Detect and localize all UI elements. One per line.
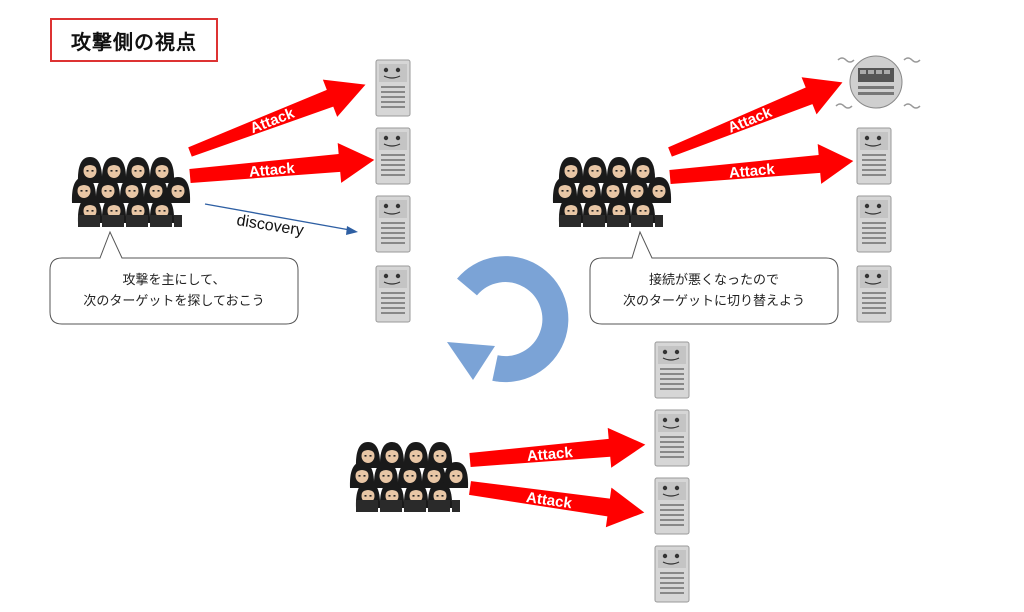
server-icon — [856, 195, 892, 253]
server-icon — [654, 341, 690, 399]
speech-bubble-left — [49, 230, 299, 325]
page-title: 攻撃側の視点 — [50, 18, 218, 62]
hacker-group-bottom — [350, 442, 468, 512]
hacker-group-icon — [350, 442, 468, 512]
hacker-group-left — [72, 157, 190, 227]
hacker-group-icon — [72, 157, 190, 227]
hacker-group-icon — [553, 157, 671, 227]
attack-arrow: Attack — [189, 143, 375, 183]
bubble-left-line1: 攻撃を主にして、 — [122, 273, 226, 288]
attack-label: Attack — [525, 489, 573, 512]
attack-arrow: Attack — [469, 427, 646, 468]
server-icon — [856, 127, 892, 185]
hacker-group-right — [553, 157, 671, 227]
server-icon — [375, 195, 411, 253]
server-icon — [654, 545, 690, 603]
server-icon — [375, 59, 411, 117]
bubble-right-line1: 接続が悪くなったので — [648, 273, 779, 288]
cycle-arrow-icon — [447, 256, 569, 383]
attack-arrow: Attack — [469, 481, 645, 528]
speech-bubble-right — [589, 230, 839, 325]
speech-bubble-right-text: 接続が悪くなったので 次のターゲットに切り替えよう — [590, 270, 838, 312]
attack-label: Attack — [728, 161, 776, 182]
server-icon — [654, 409, 690, 467]
attack-label: Attack — [248, 105, 298, 138]
speech-bubble-left-text: 攻撃を主にして、 次のターゲットを探しておこう — [50, 270, 298, 312]
attack-label: Attack — [526, 444, 574, 465]
attack-label: Attack — [725, 104, 774, 137]
discovery-label: discovery — [235, 212, 304, 239]
server-icon — [375, 265, 411, 323]
attack-arrow: Attack — [669, 144, 854, 184]
overloaded-server-icon — [835, 55, 921, 109]
attack-label: Attack — [248, 160, 296, 181]
bubble-right-line2: 次のターゲットに切り替えよう — [622, 294, 805, 309]
server-icon — [375, 127, 411, 185]
discovery-arrow: discovery — [204, 203, 358, 240]
server-icon — [856, 265, 892, 323]
server-icon — [654, 477, 690, 535]
bubble-left-line2: 次のターゲットを探しておこう — [83, 294, 265, 309]
